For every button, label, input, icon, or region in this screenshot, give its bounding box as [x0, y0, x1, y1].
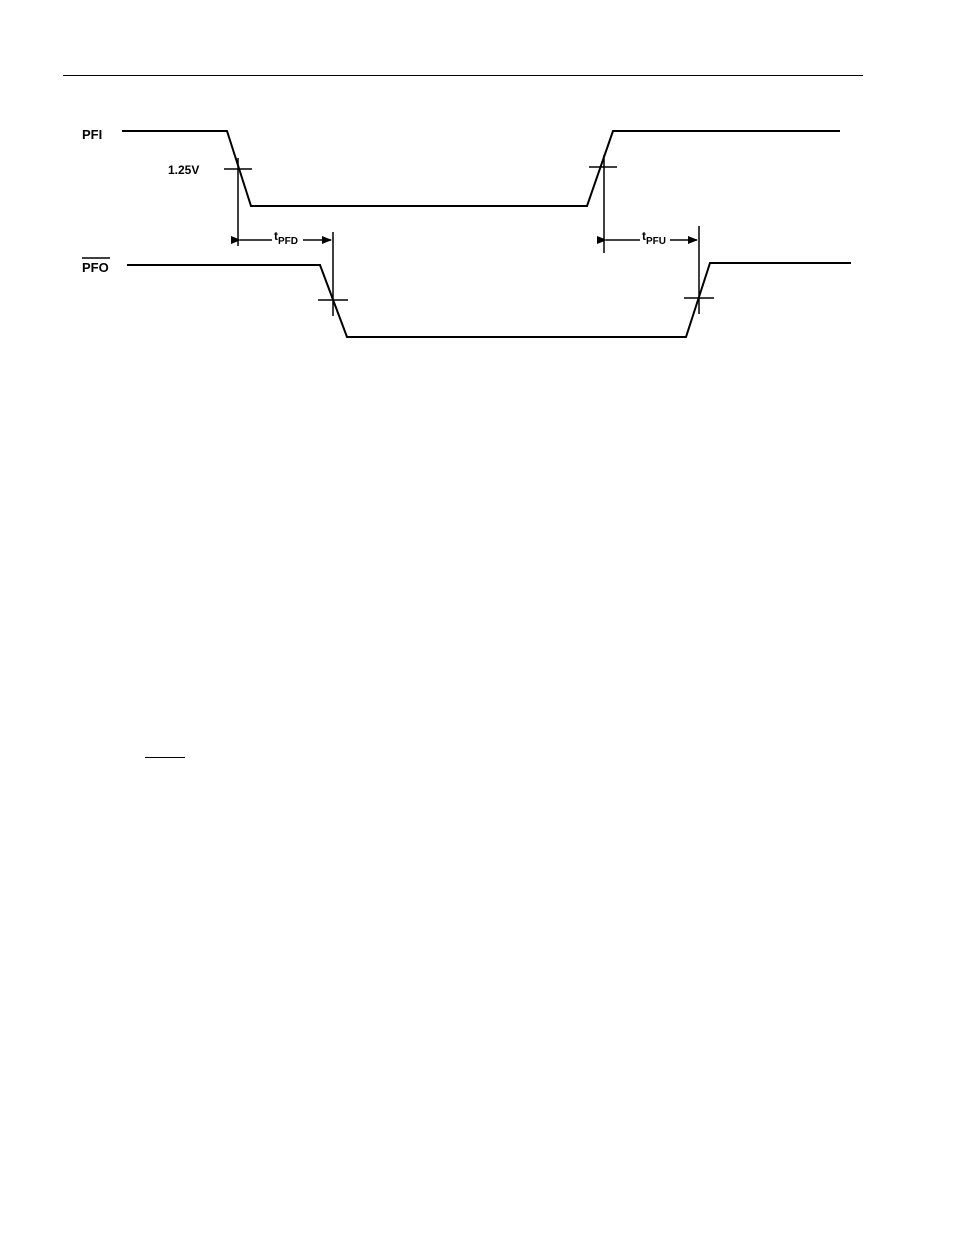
pfi-label: PFI [82, 127, 102, 142]
tpfd-label: tPFD [274, 229, 298, 247]
tpfu-label: tPFU [642, 229, 666, 247]
tpfu-label-sub: PFU [646, 236, 666, 247]
pfo-label: PFO [82, 260, 109, 275]
pfo-waveform [127, 263, 851, 337]
tpfd-label-sub: PFD [278, 236, 298, 247]
threshold-label: 1.25V [168, 163, 199, 177]
timing-diagram: PFI PFO 1.25V tPFD tPFU [0, 0, 954, 400]
overbar-line [145, 757, 185, 758]
